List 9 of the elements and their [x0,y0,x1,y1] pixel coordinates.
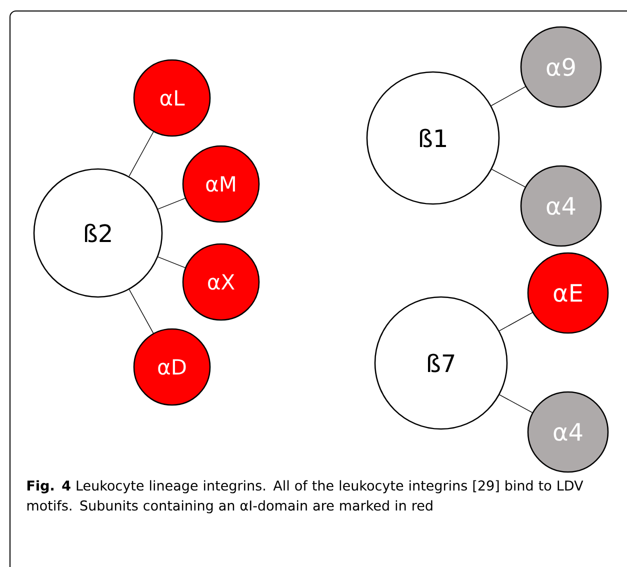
connector-line [499,312,533,332]
connector-line [128,132,154,177]
connector-line [128,289,154,334]
connector-line [158,198,186,210]
connector-line [490,86,526,106]
connector-line [492,168,526,188]
connector-line [158,256,186,268]
connector-line [499,394,533,413]
figure-caption: Fig. 4 Leukocyte lineage integrins. All of the leukocyte integrins [29] bind to LDV motifs. Subunits containing an αI-domain are marked in red [27,480,584,514]
